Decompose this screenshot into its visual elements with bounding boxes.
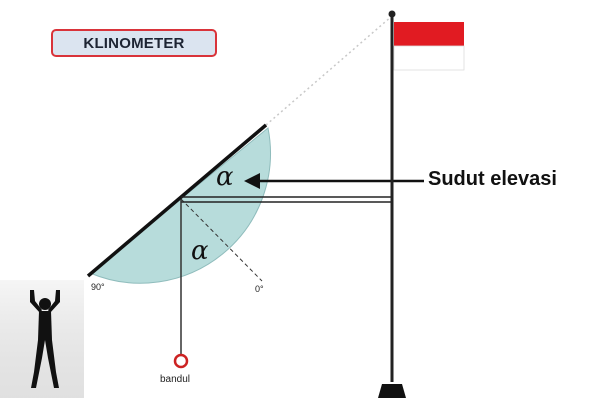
flag-red	[394, 22, 464, 46]
protractor-radius-line	[180, 198, 263, 282]
sight-line	[265, 15, 393, 126]
tick-label-right: 0°	[255, 284, 264, 294]
protractor	[89, 127, 271, 284]
angle-alpha-top: α	[216, 162, 234, 192]
title-label: KLINOMETER	[51, 29, 217, 57]
arrow-head	[244, 173, 260, 189]
flag-white	[393, 45, 465, 71]
flagpole-finial	[388, 10, 396, 18]
elevation-angle-label: Sudut elevasi	[428, 168, 557, 190]
person-silhouette	[0, 280, 84, 398]
plumb-bob	[173, 353, 189, 369]
angle-alpha-bottom: α	[191, 236, 209, 266]
bob-label: bandul	[160, 374, 191, 385]
flagpole-base	[378, 384, 406, 398]
tick-label-left: 90°	[91, 282, 105, 292]
clinometer-edge	[86, 123, 268, 278]
